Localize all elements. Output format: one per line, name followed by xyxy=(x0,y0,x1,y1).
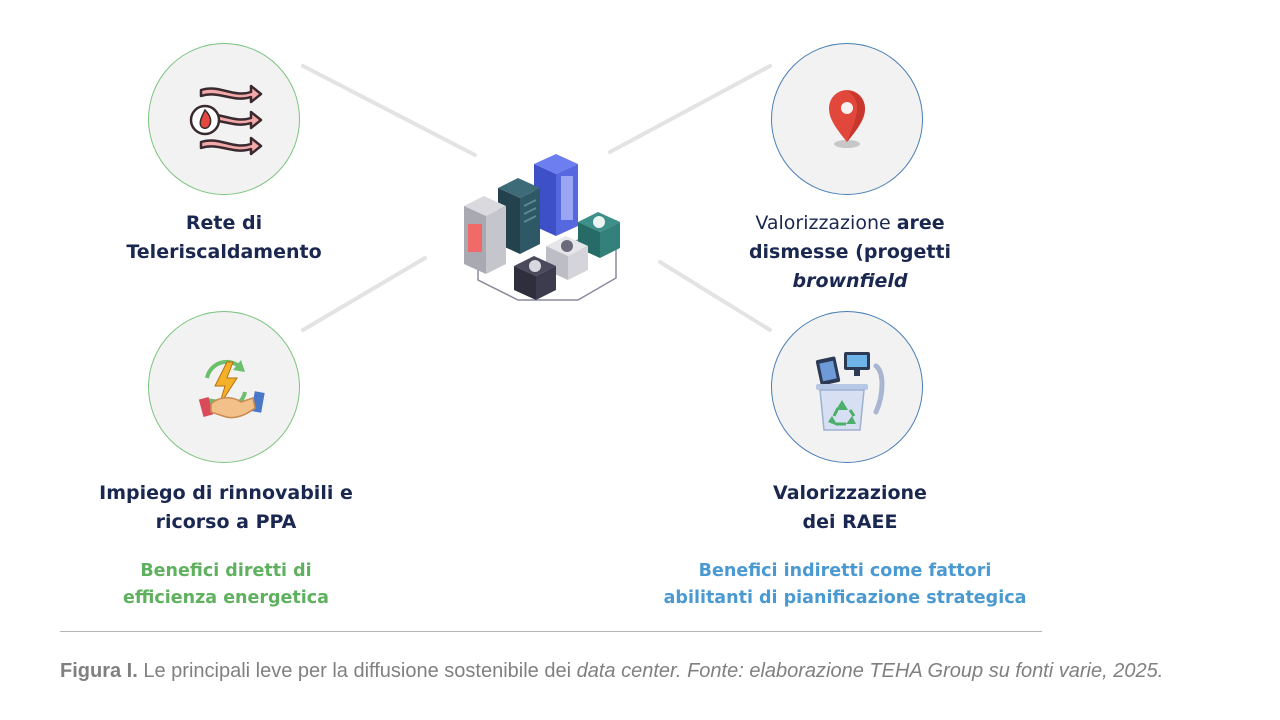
rinnovabili-circle xyxy=(148,311,300,463)
renewable-handshake-icon xyxy=(198,359,265,419)
caption-text: Le principali leve per la diffusione sos… xyxy=(143,660,572,682)
raee-circle xyxy=(771,311,923,463)
ewaste-recycle-bin-icon xyxy=(815,352,885,431)
teleriscaldamento-line2: Teleriscaldamento xyxy=(126,241,322,263)
caption-italic-term: data center. xyxy=(576,660,682,682)
aree-label: Valorizzazione aree dismesse (progetti b… xyxy=(700,209,1000,296)
location-pin-icon xyxy=(829,90,865,148)
indirect-benefits: Benefici indiretti come fattori abilitan… xyxy=(655,558,1035,612)
rinnovabili-label: Impiego di rinnovabili e ricorso a PPA xyxy=(76,479,376,537)
teleriscaldamento-line1: Rete di xyxy=(185,212,263,234)
teleriscaldamento-circle xyxy=(148,43,300,195)
indirect-benefits-line2: abilitanti di pianificazione strategica xyxy=(663,588,1027,608)
direct-benefits: Benefici diretti di efficienza energetic… xyxy=(64,558,388,612)
raee-line1: Valorizzazione xyxy=(773,482,927,504)
aree-line3: brownfield xyxy=(792,270,908,292)
rinnovabili-line2: ricorso a PPA xyxy=(155,511,297,533)
direct-benefits-line2: efficienza energetica xyxy=(123,588,329,608)
direct-benefits-line1: Benefici diretti di xyxy=(140,561,312,581)
aree-circle xyxy=(771,43,923,195)
figure-caption: Figura I. Le principali leve per la diff… xyxy=(60,656,1240,687)
aree-line1-normal: Valorizzazione xyxy=(755,212,891,234)
heat-flow-icon xyxy=(189,84,263,156)
caption-source: Fonte: elaborazione TEHA Group su fonti … xyxy=(687,660,1164,682)
aree-line1-bold: aree xyxy=(896,212,945,234)
teleriscaldamento-label: Rete di Teleriscaldamento xyxy=(84,209,364,267)
indirect-benefits-line1: Benefici indiretti come fattori xyxy=(698,561,992,581)
caption-divider xyxy=(60,631,1042,632)
raee-line2: dei RAEE xyxy=(802,511,898,533)
rinnovabili-line1: Impiego di rinnovabili e xyxy=(99,482,353,504)
data-center-servers-icon xyxy=(464,154,620,301)
aree-line2: dismesse (progetti xyxy=(748,241,952,263)
caption-label: Figura I. xyxy=(60,660,138,682)
raee-label: Valorizzazione dei RAEE xyxy=(700,479,1000,537)
